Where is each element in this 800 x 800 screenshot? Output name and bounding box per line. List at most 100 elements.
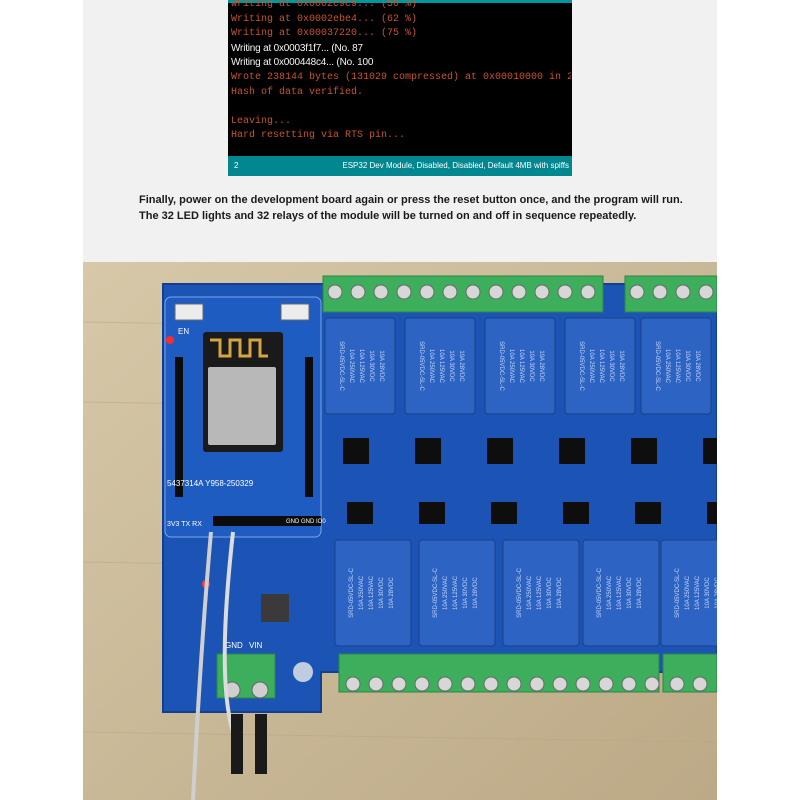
top-terminal-blocks	[322, 275, 717, 313]
console-top-bar	[228, 0, 572, 3]
pcb-antenna	[210, 338, 268, 358]
relay-label: 10A 28VDC	[378, 350, 384, 382]
terminal-screw	[368, 676, 384, 692]
relay-label: 10A 125VAC	[598, 349, 604, 384]
terminal-screw	[373, 284, 389, 300]
white-wire-right	[222, 531, 235, 733]
optocoupler	[563, 502, 589, 524]
relay-label: 10A 30VDC	[368, 350, 374, 382]
terminal-screw	[345, 676, 361, 692]
relay-label: 10A 30VDC	[705, 577, 711, 609]
terminal-screw	[350, 284, 366, 300]
relay-label: 10A 30VDC	[684, 350, 690, 382]
relay-label: SRD-05VDC-SL-C	[418, 341, 424, 391]
relay-label: 10A 28VDC	[557, 577, 563, 609]
relay-label: 10A 250VAC	[527, 575, 533, 610]
relay-label: SRD-05VDC-SL-C	[597, 568, 603, 618]
relay-label: 10A 250VAC	[428, 349, 434, 384]
terminal-screw	[534, 284, 550, 300]
inductor	[261, 594, 289, 622]
relay-label: SRD-05VDC-SL-C	[675, 568, 681, 618]
terminal-screw	[391, 676, 407, 692]
relay-module-photo: EN 5437314A Y958-250329 3V3 TX RX GND GN…	[83, 262, 717, 800]
header-pins-left: 3V3 TX RX	[167, 521, 202, 528]
gnd-label: GND	[225, 641, 243, 650]
top-relay-row: SRD-05VDC-SL-C 10A 250VAC 10A 125VAC 10A 30…	[324, 317, 717, 524]
relay-label: 10A 28VDC	[618, 350, 624, 382]
relay-label: 10A 30VDC	[627, 577, 633, 609]
relay-label: 10A 125VAC	[617, 575, 623, 610]
terminal-screw	[621, 676, 637, 692]
bottom-relay-row: SRD-05VDC-SL-C 10A 250VAC 10A 125VAC 10A 30…	[334, 539, 717, 647]
dupont-connector-1	[231, 714, 243, 774]
terminal-screw	[419, 284, 435, 300]
console-log: Writing at 0x0002c9c9... (50 %)Writing a…	[231, 0, 571, 144]
relay-label: 10A 125VAC	[518, 349, 524, 384]
terminal-screw	[511, 284, 527, 300]
relay-label: 10A 250VAC	[348, 349, 354, 384]
terminal-screw	[414, 676, 430, 692]
terminal-screw	[669, 676, 685, 692]
relay-label: 10A 125VAC	[695, 575, 701, 610]
serial-code: 5437314A Y958-250329	[167, 479, 254, 488]
relay-label: 10A 28VDC	[694, 350, 700, 382]
console-line: Wrote 238144 bytes (131029 compressed) a…	[231, 71, 571, 83]
console-line: Writing at 0x0002ebe4... (62 %)	[231, 13, 418, 25]
relay-label: 10A 250VAC	[607, 575, 613, 610]
relay-label: SRD-05VDC-SL-C	[578, 341, 584, 391]
terminal-screw	[652, 284, 668, 300]
terminal-screw	[557, 284, 573, 300]
relay: SRD-05VDC-SL-C 10A 250VAC 10A 125VAC 10A 30…	[582, 539, 660, 647]
terminal-screw	[488, 284, 504, 300]
terminal-screw	[629, 284, 645, 300]
relay-label: SRD-05VDC-SL-C	[654, 341, 660, 391]
terminal-screw	[575, 676, 591, 692]
transistor	[703, 438, 717, 464]
relay-label: 10A 250VAC	[359, 575, 365, 610]
relay-label: 10A 28VDC	[458, 350, 464, 382]
relay-label: 10A 30VDC	[448, 350, 454, 382]
line-number: 2	[234, 161, 239, 170]
transistor	[559, 438, 585, 464]
relay-label: 10A 28VDC	[473, 577, 479, 609]
relay-label: 10A 28VDC	[637, 577, 643, 609]
terminal-screw	[437, 676, 453, 692]
en-label: EN	[178, 327, 189, 336]
relay-label: 10A 125VAC	[438, 349, 444, 384]
instruction-text: Finally, power on the development board …	[139, 194, 683, 222]
console-line	[231, 100, 571, 115]
logo-mark	[293, 662, 313, 682]
terminal-screw	[529, 676, 545, 692]
terminal-screw	[465, 284, 481, 300]
serial-output-console: Writing at 0x0002c9c9... (50 %)Writing a…	[228, 0, 572, 176]
terminal-screw	[698, 284, 714, 300]
relay: SRD-05VDC-SL-C 10A 250VAC 10A 125VAC 10A 30…	[660, 539, 717, 647]
terminal-screw	[552, 676, 568, 692]
optocoupler	[635, 502, 661, 524]
relay-label: 10A 250VAC	[588, 349, 594, 384]
relay-label: SRD-05VDC-SL-C	[433, 568, 439, 618]
boot-button	[280, 303, 310, 321]
relay-label: SRD-05VDC-SL-C	[349, 568, 355, 618]
terminal-screw	[675, 284, 691, 300]
transistor	[415, 438, 441, 464]
console-line: Writing at 0x000448c4... (No. 100	[231, 57, 374, 69]
relay-label: 10A 28VDC	[715, 577, 717, 609]
terminal-screw	[442, 284, 458, 300]
relay-label: 10A 125VAC	[674, 349, 680, 384]
relay-label: 10A 250VAC	[685, 575, 691, 610]
terminal-screw	[460, 676, 476, 692]
console-line: Writing at 0x0003f1f7... (No. 87	[231, 42, 363, 54]
terminal-screw	[692, 676, 708, 692]
relay-board-illustration: EN 5437314A Y958-250329 3V3 TX RX GND GN…	[83, 262, 717, 800]
dupont-connector-2	[255, 714, 267, 774]
relay-label: 10A 30VDC	[528, 350, 534, 382]
bottom-terminal-blocks	[338, 653, 717, 693]
relay-label: SRD-05VDC-SL-C	[517, 568, 523, 618]
relay-label: SRD-05VDC-SL-C	[338, 341, 344, 391]
